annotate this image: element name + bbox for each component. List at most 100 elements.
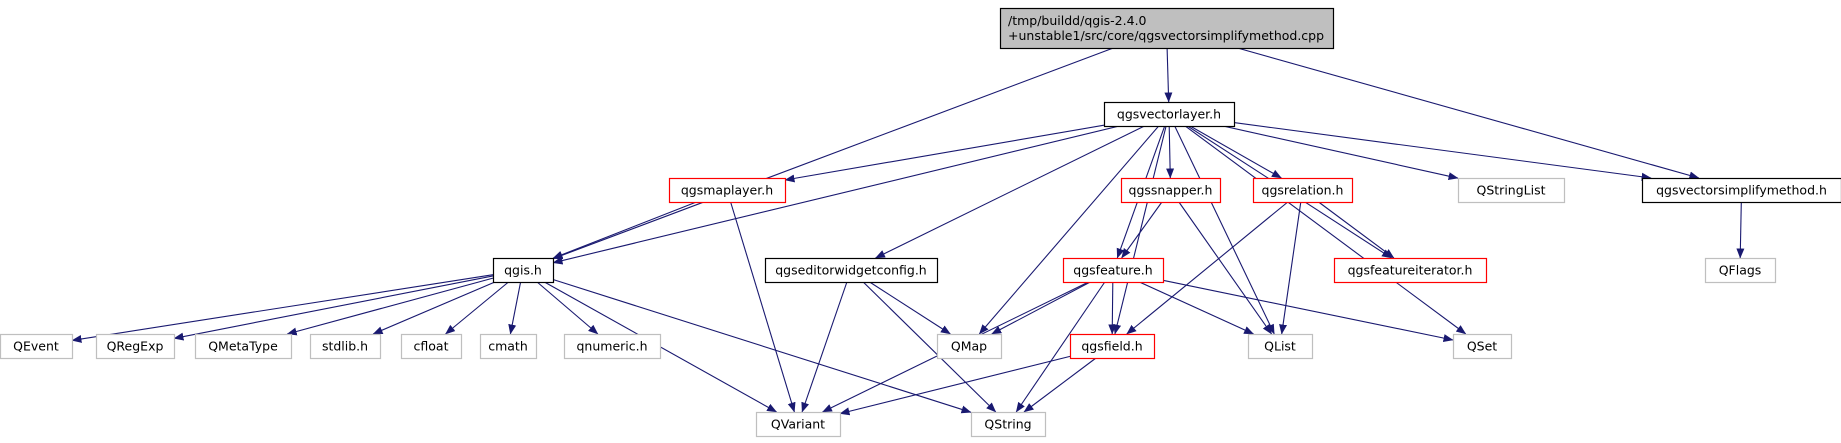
node-stdlib: stdlib.h (309, 333, 382, 360)
node-box-qgis (492, 257, 555, 284)
node-label-stdlib: stdlib.h (322, 339, 368, 354)
node-label-qgssnapper: qgssnapper.h (1129, 183, 1213, 198)
edge-qgsrelation-to-qgsfield (1126, 201, 1289, 335)
node-qgsfeatureiterator[interactable]: qgsfeatureiterator.h (1333, 257, 1488, 284)
edge-qgsfield-to-qstring (1023, 357, 1097, 413)
node-label-qstringlist: QStringList (1477, 183, 1546, 198)
node-box-qevent (0, 333, 74, 360)
node-cfloat: cfloat (400, 333, 463, 360)
node-label-qgis: qgis.h (504, 263, 542, 278)
node-label-qgsvectorlayer: qgsvectorlayer.h (1117, 107, 1221, 122)
node-box-qnumeric (563, 333, 662, 360)
node-box-qgsvectorsimplifymethod (1641, 177, 1841, 204)
node-qgsvectorlayer[interactable]: qgsvectorlayer.h (1103, 101, 1236, 128)
edge-qgis-to-qstring (552, 278, 972, 414)
node-qgsvectorsimplifymethod[interactable]: qgsvectorsimplifymethod.h (1641, 177, 1841, 204)
node-qstring: QString (970, 411, 1047, 438)
edge-qgseditorwidgetconfig-to-qstring (862, 281, 997, 413)
edge-qgseditorwidgetconfig-to-qmap (869, 281, 951, 335)
node-qflags: QFlags (1704, 257, 1777, 284)
edge-qgsmaplayer-to-qvariant (730, 201, 796, 413)
edge-qgsvectorlayer-to-qgis (552, 125, 1120, 265)
node-box-qgsfeatureiterator (1333, 257, 1488, 284)
node-box-qgseditorwidgetconfig (764, 257, 939, 284)
edge-root-to-qgsvectorsimplifymethod (1237, 47, 1700, 180)
node-box-root (999, 7, 1335, 50)
node-label-qlist: QList (1264, 339, 1296, 354)
node-label-qstring: QString (984, 417, 1031, 432)
node-cmath: cmath (479, 333, 538, 360)
node-box-qgsmaplayer (668, 177, 787, 204)
node-qevent: QEvent (0, 333, 74, 360)
node-box-qgsfeature (1062, 257, 1165, 284)
node-box-qstringlist (1457, 177, 1566, 204)
edge-root-to-qgis (552, 47, 1114, 260)
node-label-qgsfield: qgsfield.h (1081, 339, 1142, 354)
edge-qgis-to-qmetatype (286, 277, 494, 336)
node-qnumeric: qnumeric.h (563, 333, 662, 360)
node-qstringlist: QStringList (1457, 177, 1566, 204)
edge-qgssnapper-to-qlist (1178, 201, 1273, 335)
node-qgis[interactable]: qgis.h (492, 257, 555, 284)
node-box-qmetatype (194, 333, 293, 360)
node-box-qset (1452, 333, 1513, 360)
node-qgsrelation[interactable]: qgsrelation.h (1252, 177, 1354, 204)
edge-qgsvectorlayer-to-qlist (1174, 125, 1275, 335)
node-qgsmaplayer[interactable]: qgsmaplayer.h (668, 177, 787, 204)
node-label-root-line-2: +unstable1/src/core/qgsvectorsimplifymet… (1008, 28, 1324, 43)
node-qgsfeature[interactable]: qgsfeature.h (1062, 257, 1165, 284)
node-qlist: QList (1247, 333, 1314, 360)
edge-qgsvectorlayer-to-qgsfield (1113, 125, 1167, 335)
edge-qgsvectorlayer-to-qmap (978, 125, 1160, 335)
node-box-qgsvectorlayer (1103, 101, 1236, 128)
node-label-cfloat: cfloat (414, 339, 449, 354)
node-box-qgsrelation (1252, 177, 1354, 204)
node-qvariant: QVariant (755, 411, 842, 438)
edge-qgsvectorlayer-to-qgseditorwidgetconfig (875, 125, 1145, 259)
edge-qgsmaplayer-to-qgis (552, 201, 697, 259)
node-root[interactable]: /tmp/buildd/qgis-2.4.0+unstable1/src/cor… (999, 7, 1335, 50)
nodes-layer: /tmp/buildd/qgis-2.4.0+unstable1/src/cor… (0, 7, 1841, 438)
node-box-stdlib (309, 333, 382, 360)
edge-qgsvectorlayer-to-qgsvectorsimplifymethod (1233, 122, 1652, 181)
node-qgssnapper[interactable]: qgssnapper.h (1120, 177, 1222, 204)
edge-qgsrelation-to-qlist (1279, 201, 1302, 335)
node-label-qgsfeatureiterator: qgsfeatureiterator.h (1348, 263, 1473, 278)
node-label-qgseditorwidgetconfig: qgseditorwidgetconfig.h (775, 263, 926, 278)
node-box-qgssnapper (1120, 177, 1222, 204)
edge-qgsfeature-to-qlist (1139, 281, 1255, 335)
edge-qgsvectorlayer-to-qset (1184, 125, 1467, 335)
node-qregexp: QRegExp (95, 333, 176, 360)
node-label-qset: QSet (1467, 339, 1497, 354)
node-qgsfield[interactable]: qgsfield.h (1069, 333, 1156, 360)
node-label-qgsvectorsimplifymethod: qgsvectorsimplifymethod.h (1656, 183, 1827, 198)
node-box-qregexp (95, 333, 176, 360)
node-box-qgsfield (1069, 333, 1156, 360)
node-box-qlist (1247, 333, 1314, 360)
node-label-qflags: QFlags (1719, 263, 1762, 278)
node-qmap: QMap (936, 333, 1003, 360)
node-label-cmath: cmath (488, 339, 528, 354)
node-label-qmetatype: QMetaType (208, 339, 278, 354)
edge-qgsvectorlayer-to-qgssnapper (1166, 125, 1175, 179)
edge-qgis-to-cfloat (445, 281, 509, 335)
node-label-qvariant: QVariant (771, 417, 825, 432)
edge-qgsrelation-to-qgsfeatureiterator (1318, 201, 1395, 259)
node-label-qgsrelation: qgsrelation.h (1262, 183, 1344, 198)
node-label-qgsmaplayer: qgsmaplayer.h (681, 183, 773, 198)
node-label-root-line-1: /tmp/buildd/qgis-2.4.0 (1008, 13, 1147, 28)
node-box-cfloat (400, 333, 463, 360)
edge-qgis-to-qevent (71, 274, 494, 343)
edges-layer (71, 47, 1745, 416)
node-label-qevent: QEvent (13, 339, 59, 354)
node-label-qmap: QMap (951, 339, 987, 354)
node-box-qflags (1704, 257, 1777, 284)
node-qgseditorwidgetconfig[interactable]: qgseditorwidgetconfig.h (764, 257, 939, 284)
edge-qgis-to-stdlib (372, 281, 496, 335)
edge-qgsfeature-to-qstring (1015, 281, 1106, 413)
edge-qgis-to-cmath (508, 281, 522, 335)
node-qmetatype: QMetaType (194, 333, 293, 360)
edge-qgsfeature-to-qgsfield (1108, 281, 1117, 335)
edge-qgsvectorlayer-to-qstringlist (1222, 125, 1459, 181)
